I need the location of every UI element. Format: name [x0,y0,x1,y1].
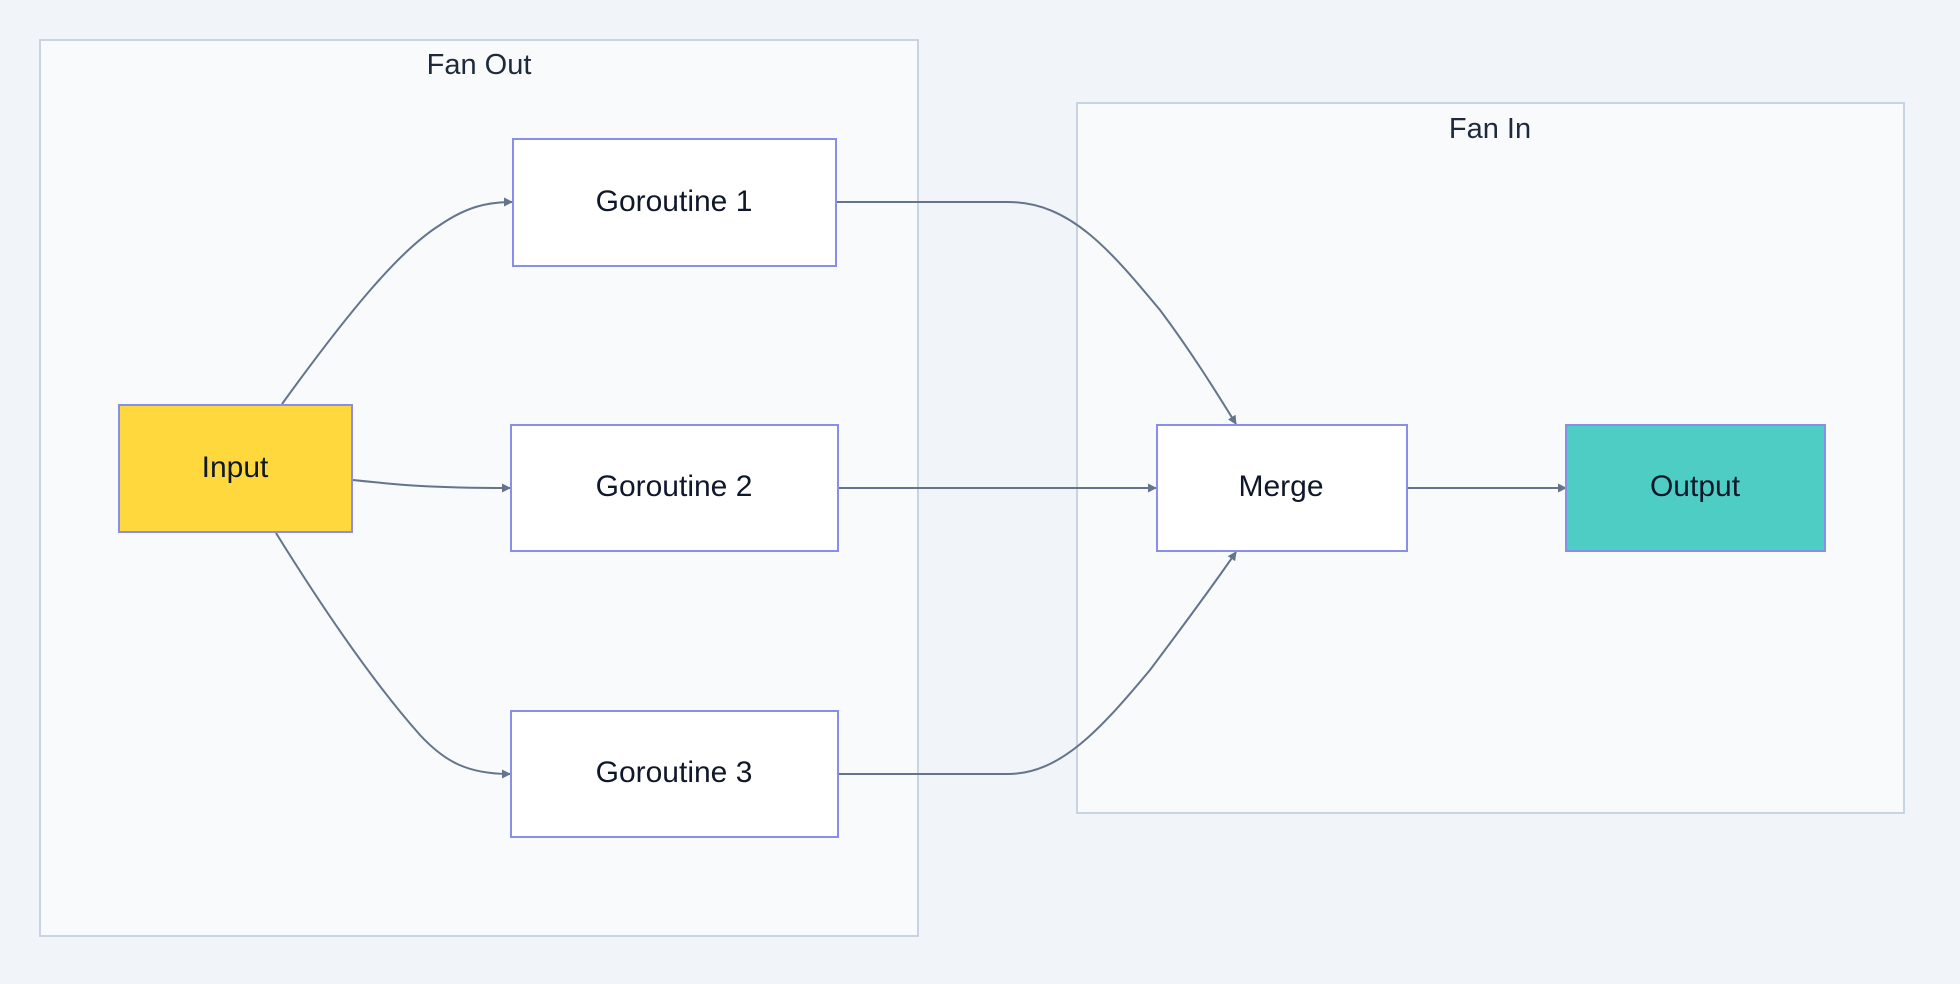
node-merge-label: Merge [1238,470,1323,503]
node-merge-box [1156,424,1408,552]
node-goroutine-2[interactable]: Goroutine 2 [510,424,839,552]
node-goroutine-3-box [510,710,839,838]
node-output-label: Output [1650,470,1741,503]
node-merge[interactable]: Merge [1156,424,1408,552]
edge-goroutine1-merge [836,201,1237,425]
node-goroutine-3-label: Goroutine 3 [596,756,753,789]
node-output-box [1565,424,1826,552]
node-input-label: Input [202,451,269,484]
node-goroutine-2-box [510,424,839,552]
cluster-fan-in-label: Fan In [1449,113,1531,145]
node-goroutine-3[interactable]: Goroutine 3 [510,710,839,838]
edge-input-goroutine1 [281,197,513,405]
edge-goroutine3-merge [839,551,1237,775]
node-goroutine-1[interactable]: Goroutine 1 [512,138,837,267]
edge-input-goroutine2 [352,479,511,493]
cluster-fan-out-label: Fan Out [427,49,532,81]
node-input-box [118,404,353,533]
node-goroutine-1-label: Goroutine 1 [596,185,753,218]
edge-input-goroutine3 [275,532,511,779]
edges [275,197,1567,779]
node-output[interactable]: Output [1565,424,1826,552]
node-goroutine-2-label: Goroutine 2 [596,470,753,503]
node-input[interactable]: Input [118,404,353,533]
node-goroutine-1-box [512,138,837,267]
